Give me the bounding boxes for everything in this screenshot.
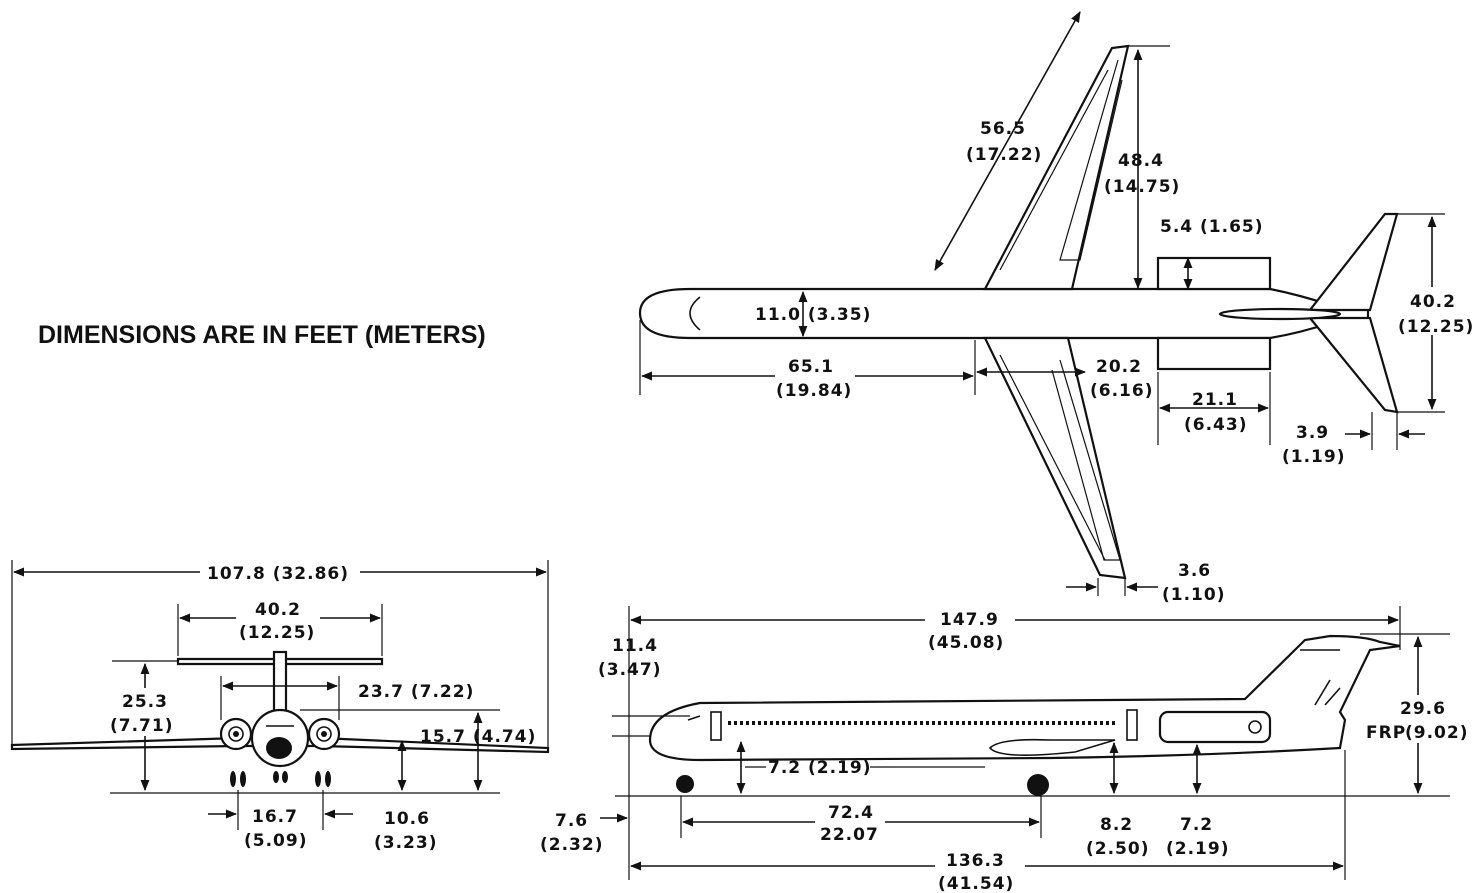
front-view: 107.8 (32.86) 40.2 (12.25) 25.3 (7.71) 2… — [10, 560, 550, 853]
dim-fuselage-height-ft: 11.4 — [612, 636, 658, 656]
dim-wheelbase-ft: 72.4 — [828, 803, 874, 823]
side-nose-wheel — [676, 775, 694, 793]
side-wing — [988, 738, 1116, 756]
dim-front-tail-m: (12.25) — [239, 623, 315, 643]
dim-nacelle-length-m: (6.43) — [1184, 415, 1247, 435]
dim-wing-height-ft: 48.4 — [1118, 151, 1164, 171]
dim-wheelbase-m: 22.07 — [820, 825, 879, 845]
dim-nose-height-m: (2.32) — [540, 835, 603, 855]
dim-overall-length-m: (45.08) — [928, 633, 1004, 653]
dim-wing-span-m: (17.22) — [966, 145, 1042, 165]
dim-wing-height-m: (14.75) — [1104, 177, 1180, 197]
dim-engine-spacing: 23.7 (7.22) — [358, 682, 474, 702]
dim-side-tail-height-ft: 29.6 — [1400, 699, 1446, 719]
side-front-door — [710, 711, 722, 741]
plan-wing-upper — [983, 44, 1130, 291]
dim-side-tail-height-m: (9.02) — [1405, 723, 1468, 743]
front-vtail — [272, 650, 288, 714]
dim-main-door-m: (2.50) — [1086, 839, 1149, 859]
dim-front-wing-height-m: (3.23) — [374, 833, 437, 853]
dim-gear-track-m: (5.09) — [244, 831, 307, 851]
dim-front-height-m: (7.71) — [110, 716, 173, 736]
dim-engine-height-m: (2.19) — [1166, 839, 1229, 859]
dim-wing-span-ft: 56.5 — [980, 119, 1026, 139]
dim-tail-span-m: (12.25) — [1398, 317, 1474, 337]
dim-fuselage-length-ft: 136.3 — [946, 851, 1005, 871]
dim-tail-tip-m: (1.19) — [1282, 447, 1345, 467]
dim-front-tail-ft: 40.2 — [255, 600, 301, 620]
dim-gear-track-ft: 16.7 — [252, 807, 298, 827]
dim-front-fuselage-top: 15.7 (4.74) — [420, 727, 536, 747]
dim-nacelle-width: 5.4 (1.65) — [1160, 217, 1264, 237]
plan-view: 56.5 (17.22) 48.4 (14.75) 11.0 (3.35) 65… — [638, 11, 1474, 605]
dim-wing-tip-m: (1.10) — [1162, 585, 1225, 605]
dim-nacelle-length-ft: 21.1 — [1192, 390, 1238, 410]
plan-tail-lower — [1307, 316, 1399, 414]
dim-nose-to-wing-m: (19.84) — [776, 381, 852, 401]
plan-cockpit — [689, 296, 701, 331]
plan-nacelle-upper — [1156, 256, 1272, 291]
dim-engine-height-ft: 7.2 — [1180, 815, 1213, 835]
dim-front-height-ft: 25.3 — [122, 692, 168, 712]
side-rear-door — [1126, 709, 1138, 741]
dim-wing-chord-m: (6.16) — [1090, 381, 1153, 401]
plan-nacelle-lower — [1156, 336, 1272, 371]
dim-tail-tip-ft: 3.9 — [1296, 423, 1329, 443]
dim-wing-chord-ft: 20.2 — [1096, 357, 1142, 377]
dim-fuselage-length-m: (41.54) — [938, 874, 1014, 893]
dim-main-door-ft: 8.2 — [1100, 815, 1133, 835]
dim-side-frp-label: FRP — [1366, 723, 1406, 743]
side-fuselage — [648, 634, 1401, 762]
dim-door-sill: 7.2 (2.19) — [768, 758, 872, 778]
dim-tail-span-ft: 40.2 — [1410, 292, 1456, 312]
side-view: 147.9 (45.08) 11.4 (3.47) 29.6 FRP (9.02… — [540, 606, 1472, 893]
dim-wing-tip-ft: 3.6 — [1178, 561, 1211, 581]
dim-fuselage-height-m: (3.47) — [598, 660, 661, 680]
side-engine — [1158, 710, 1272, 744]
dim-front-wing-height-ft: 10.6 — [384, 809, 430, 829]
diagram-title: DIMENSIONS ARE IN FEET (METERS) — [38, 321, 486, 349]
dim-overall-length-ft: 147.9 — [940, 610, 999, 630]
dim-front-span: 107.8 (32.86) — [207, 564, 349, 584]
dim-nose-height-ft: 7.6 — [555, 811, 588, 831]
dim-fuselage-width: 11.0 (3.35) — [755, 305, 871, 325]
plan-tail-upper — [1307, 212, 1399, 312]
side-main-wheel — [1027, 774, 1049, 796]
plan-tail-cone — [1218, 307, 1342, 321]
dim-nose-to-wing-ft: 65.1 — [788, 357, 834, 377]
